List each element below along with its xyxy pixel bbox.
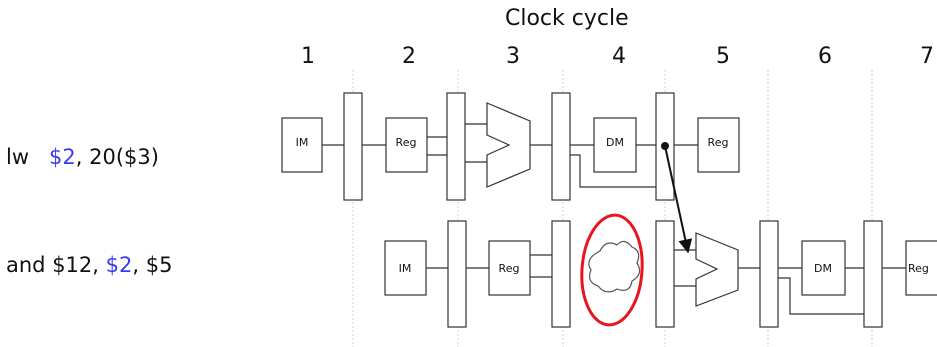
data-memory-block xyxy=(593,117,637,173)
pipeline-register xyxy=(551,92,571,201)
instruction-memory-block xyxy=(384,240,427,296)
pipeline-register xyxy=(551,220,571,328)
pipeline-register xyxy=(343,92,363,201)
pipeline-register xyxy=(446,92,466,201)
instr-lw-operands: , 20($3) xyxy=(75,145,159,169)
cycle-label-4: 4 xyxy=(612,44,626,69)
cycle-label-2: 2 xyxy=(402,44,416,69)
instruction-memory-block xyxy=(281,117,323,173)
instruction-and: and $12, $2, $5 xyxy=(6,253,172,277)
cycle-gridlines xyxy=(352,70,873,347)
stall-bubble-cloud-icon xyxy=(588,240,641,293)
im-label: IM xyxy=(399,262,412,275)
stall-circle-highlight xyxy=(580,213,644,327)
alu-icon xyxy=(695,232,739,307)
pipeline-register xyxy=(759,220,779,328)
reg-label: Reg xyxy=(708,136,729,149)
instr-lw-op: lw xyxy=(6,145,30,169)
cycle-label-1: 1 xyxy=(301,44,315,69)
reg-label: Reg xyxy=(499,262,520,275)
forwarding-path xyxy=(661,142,693,254)
pipeline-row-and: IM Reg DM Reg xyxy=(384,213,937,328)
instr-and-src-reg: $2 xyxy=(105,253,133,277)
cycle-label-5: 5 xyxy=(716,44,730,69)
reg-label: Reg xyxy=(908,262,929,275)
dm-label: DM xyxy=(814,262,832,275)
pipeline-register xyxy=(447,220,467,328)
alu-icon xyxy=(486,102,531,188)
register-file-block xyxy=(488,240,531,296)
pipeline-register xyxy=(655,220,675,328)
register-file-block xyxy=(385,117,428,173)
forwarding-arrow xyxy=(664,145,693,254)
instruction-lw: lw $2, 20($3) xyxy=(6,145,159,169)
data-memory-block xyxy=(801,240,846,296)
pipeline-register xyxy=(863,220,883,328)
instr-and-dest: $12, xyxy=(45,253,106,277)
clock-cycle-title: Clock cycle xyxy=(505,6,629,31)
register-file-block xyxy=(697,117,740,173)
cycle-label-7: 7 xyxy=(920,44,934,69)
instr-and-rest: , $5 xyxy=(132,253,173,277)
instr-and-op: and xyxy=(6,253,46,277)
register-file-block xyxy=(905,240,937,296)
reg-label: Reg xyxy=(396,136,417,149)
dm-label: DM xyxy=(606,136,624,149)
cycle-label-6: 6 xyxy=(818,44,832,69)
pipeline-row-lw: IM Reg DM Reg xyxy=(281,92,740,201)
im-label: IM xyxy=(296,136,309,149)
instr-lw-dest-reg: $2 xyxy=(49,145,76,169)
cycle-label-3: 3 xyxy=(506,44,520,69)
